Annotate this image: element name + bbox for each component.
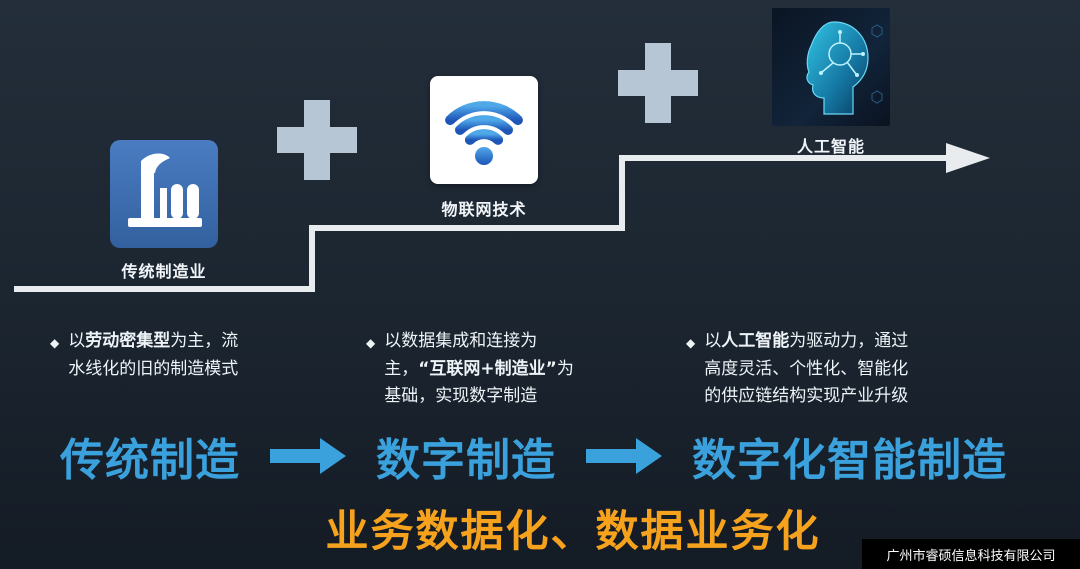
flow-item-digital-manufacturing: 数字制造 bbox=[376, 435, 556, 486]
ai-head-icon bbox=[772, 8, 890, 126]
diamond-bullet-icon: ◆ bbox=[50, 336, 60, 350]
bullet-text: 以劳动密集型为主，流水线化的旧的制造模式 bbox=[68, 331, 239, 379]
bullet-ai-driven: ◆ 以人工智能为驱动力，通过高度灵活、个性化、智能化的供应链结构实现产业升级 bbox=[686, 328, 918, 411]
plus-icon bbox=[618, 43, 698, 123]
bullet-text: 以数据集成和连接为主，“互联网+制造业”为基础，实现数字制造 bbox=[384, 331, 574, 407]
stage-label-iot-technology: 物联网技术 bbox=[441, 200, 527, 219]
stage-label-traditional-manufacturing: 传统制造业 bbox=[121, 262, 207, 281]
bullet-traditional-mode: ◆ 以劳动密集型为主，流水线化的旧的制造模式 bbox=[50, 328, 250, 383]
watermark: 广州市睿硕信息科技有限公司 bbox=[862, 539, 1080, 569]
wifi-icon bbox=[430, 76, 538, 184]
diamond-bullet-icon: ◆ bbox=[686, 336, 696, 350]
flow-arrow-icon bbox=[270, 438, 346, 474]
flow-item-digital-intelligent-manufacturing: 数字化智能制造 bbox=[692, 435, 1007, 486]
diamond-bullet-icon: ◆ bbox=[366, 336, 376, 350]
manufacturing-evolution-flow: 传统制造 数字制造 数字化智能制造 bbox=[60, 424, 1007, 488]
flow-arrow-icon bbox=[586, 438, 662, 474]
tagline: 业务数据化、数据业务化 bbox=[325, 507, 821, 557]
factory-icon bbox=[110, 140, 218, 248]
plus-icon bbox=[277, 100, 357, 180]
flow-item-traditional-manufacturing: 传统制造 bbox=[60, 435, 240, 486]
stage-label-artificial-intelligence: 人工智能 bbox=[796, 137, 865, 156]
bullet-text: 以人工智能为驱动力，通过高度灵活、个性化、智能化的供应链结构实现产业升级 bbox=[704, 331, 909, 407]
bullet-data-integration: ◆ 以数据集成和连接为主，“互联网+制造业”为基础，实现数字制造 bbox=[366, 328, 582, 411]
